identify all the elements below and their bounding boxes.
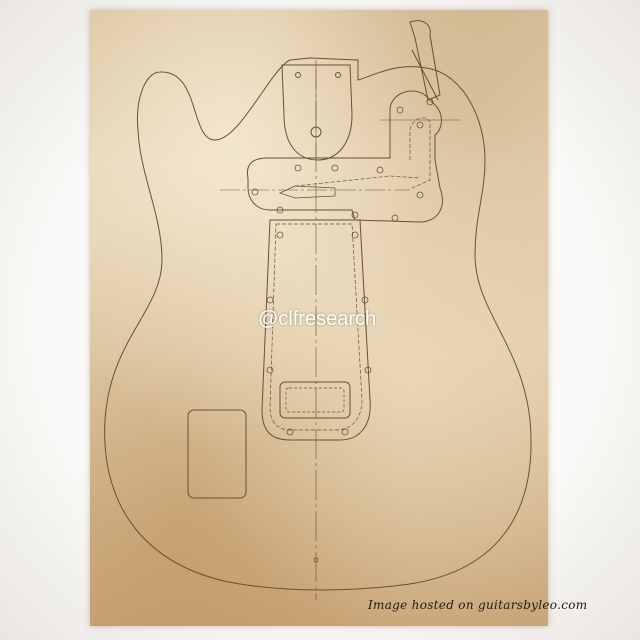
control-cavity	[187, 409, 247, 499]
pickup-cavity	[279, 381, 351, 419]
body-outline	[104, 57, 532, 591]
blueprint-paper	[90, 10, 548, 626]
lower-pickguard	[261, 219, 371, 441]
screw-holes	[251, 98, 434, 563]
neck-pocket	[281, 64, 353, 161]
watermark-text: @clfresearch	[258, 308, 377, 330]
image-credit: Image hosted on guitarsbyleo.com	[368, 598, 588, 612]
guitar-body-drawing	[104, 20, 532, 600]
tremolo-arm	[409, 20, 441, 101]
upper-plate	[246, 90, 443, 223]
